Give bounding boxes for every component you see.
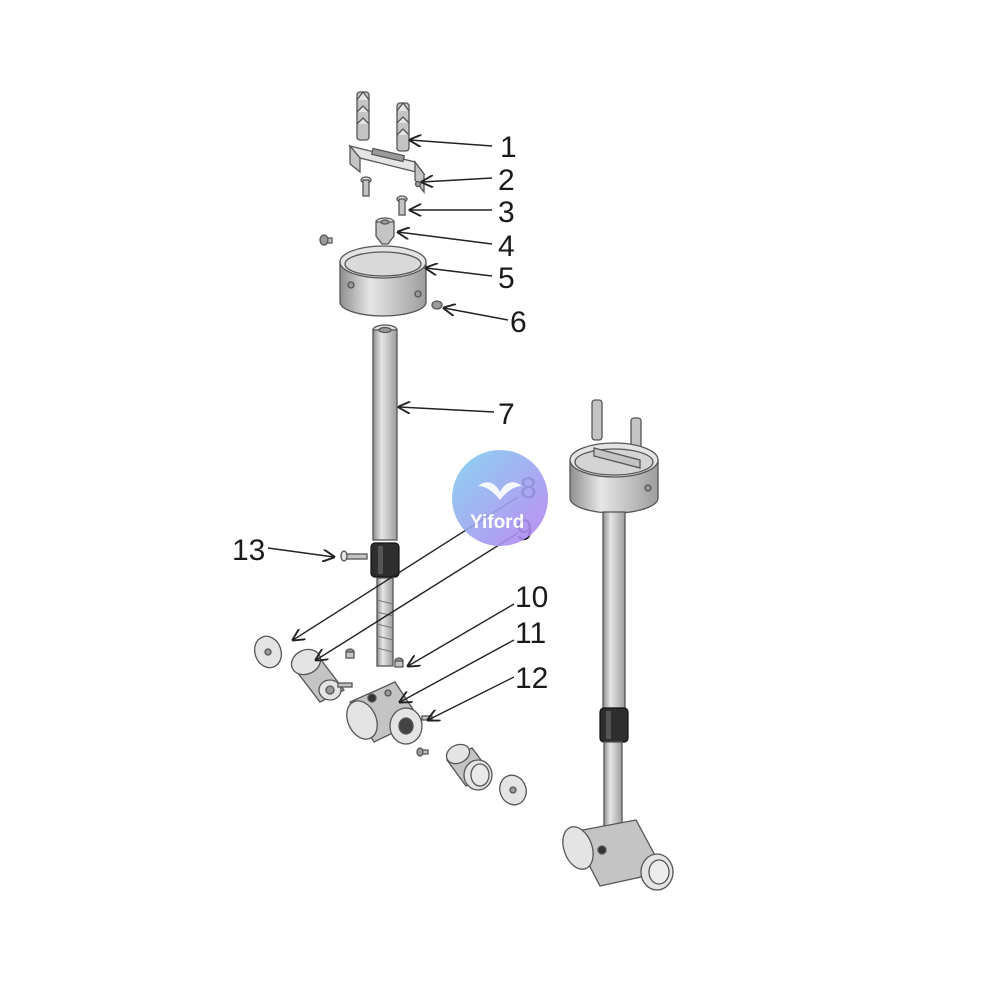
part-1-anchor-bolts (356, 90, 410, 152)
callout-13: 13 (232, 534, 265, 567)
part-10-11-small-parts (345, 648, 404, 668)
part-4-center-connector (375, 217, 395, 245)
part-13-rubber-sleeve (340, 542, 400, 667)
callout-6: 6 (510, 306, 527, 339)
callout-2: 2 (498, 164, 515, 197)
part-6-set-screw (319, 234, 443, 310)
watermark-text: Yiford (470, 512, 524, 533)
yiford-watermark-logo: Yiford (452, 450, 548, 546)
callout-11: 11 (515, 617, 546, 650)
right-end-fitting (445, 743, 527, 806)
callout-7: 7 (498, 398, 515, 431)
t-connector-body (346, 681, 423, 745)
leader-lines (267, 140, 519, 720)
callout-1: 1 (500, 131, 517, 164)
part-5-canopy (339, 245, 427, 317)
part-3-screws (360, 176, 408, 216)
exploded-view (253, 90, 527, 806)
callout-5: 5 (498, 262, 515, 295)
callout-12: 12 (515, 662, 548, 695)
callout-4: 4 (498, 230, 515, 263)
part-2-mounting-bracket (348, 144, 426, 194)
callout-10: 10 (515, 581, 548, 614)
assembled-view (562, 399, 674, 891)
callout-numbers: 1 2 3 4 5 6 7 8 9 10 11 12 13 (232, 131, 548, 695)
part-7-rod (372, 324, 398, 541)
part-9-end-cap (290, 648, 353, 703)
wings-icon (478, 482, 522, 500)
part-8-end-disc (253, 635, 283, 669)
callout-3: 3 (498, 196, 515, 229)
